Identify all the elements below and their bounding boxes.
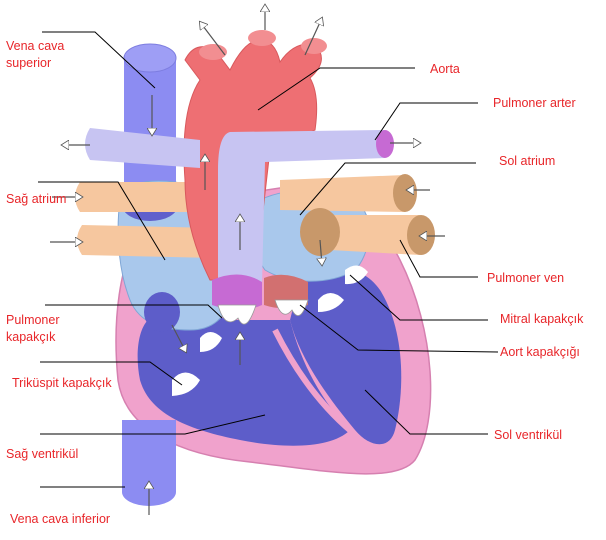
pulmonary-artery-left-branch xyxy=(85,128,200,168)
label-mitral-kapakcik: Mitral kapakçık xyxy=(500,312,584,326)
label-sag-atrium: Sağ atrium xyxy=(6,192,67,206)
pulmonary-vein-inlet xyxy=(300,208,340,256)
flow-arrows xyxy=(50,5,445,515)
label-pulmoner-ven: Pulmoner ven xyxy=(487,271,565,285)
septum xyxy=(272,328,354,435)
left-ventricle xyxy=(290,268,402,445)
label-sag-ventrikul: Sağ ventrikül xyxy=(6,447,79,461)
leader-lines xyxy=(38,31,499,488)
right-ventricle xyxy=(137,312,350,446)
label-trikuspit-kapakcik: Triküspit kapakçık xyxy=(12,376,112,390)
label-sol-atrium: Sol atrium xyxy=(499,154,556,168)
tricuspid-valve xyxy=(172,372,200,396)
pulmonary-vein-right-lower xyxy=(330,215,420,255)
superior-vena-cava-opening xyxy=(123,43,177,73)
label-pulmoner-kapakcik: Pulmoner kapakçık xyxy=(6,313,60,344)
pulmonary-valve xyxy=(212,274,262,310)
label-vena-cava-superior: Vena cava superior xyxy=(6,39,65,70)
coronary-sinus xyxy=(144,292,180,332)
label-pulmoner-arter: Pulmoner arter xyxy=(493,96,576,110)
pulmonary-artery xyxy=(218,130,385,285)
label-vena-cava-inferior: Vena cava inferior xyxy=(10,512,111,526)
label-aort-kapakcigi: Aort kapakçığı xyxy=(500,345,580,359)
pulmonary-vein-left-lower xyxy=(77,225,215,258)
pulmonary-vein-right-upper xyxy=(280,175,405,212)
pulmonary-vein-cap-lower xyxy=(407,215,435,255)
label-aorta: Aorta xyxy=(430,62,460,76)
pulmonary-artery-end xyxy=(376,130,394,158)
label-sol-ventrikul: Sol ventrikül xyxy=(494,428,563,442)
pulmonary-vein-left-upper xyxy=(75,182,220,212)
mitral-valve xyxy=(318,293,344,312)
pulmonary-vein-cap-upper xyxy=(393,174,417,212)
